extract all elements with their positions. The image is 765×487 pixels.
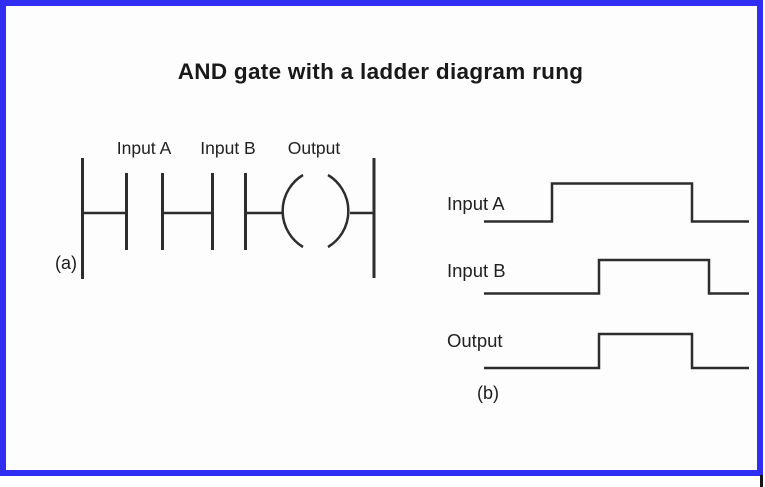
ladder-label-output: Output: [287, 138, 341, 158]
figure-a-label: (a): [55, 253, 77, 273]
waveform-input-a: [484, 182, 749, 223]
ladder-label-input-a: Input A: [116, 138, 172, 158]
figure-b-label: (b): [477, 383, 499, 403]
timing-label-input-a: Input A: [447, 193, 505, 214]
output-coil-right-arc: [327, 173, 350, 249]
timing-label-output: Output: [447, 330, 503, 351]
waveform-output: [484, 332, 749, 370]
ladder-rung-diagram: [81, 158, 376, 279]
timing-label-input-b: Input B: [447, 260, 506, 281]
waveform-input-b: [484, 258, 749, 295]
ladder-label-input-b: Input B: [200, 138, 256, 158]
timing-diagram: [484, 182, 749, 370]
output-coil-left-arc: [281, 173, 304, 249]
bottom-right-tick-mark: [760, 475, 763, 487]
figure-title: AND gate with a ladder diagram rung: [177, 59, 584, 84]
